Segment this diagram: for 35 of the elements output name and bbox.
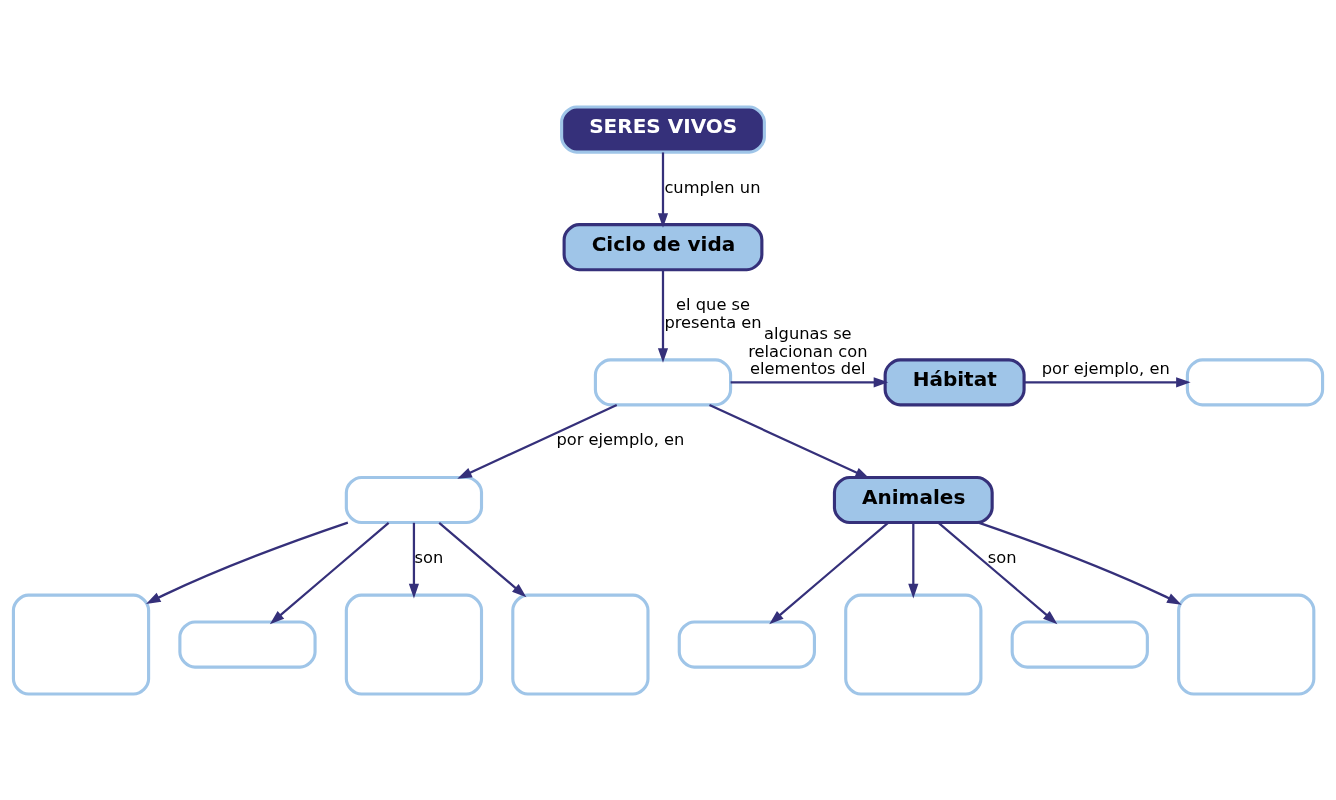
arrow xyxy=(1024,376,1191,387)
arrow xyxy=(978,521,1182,605)
node-box xyxy=(593,357,733,406)
node-box xyxy=(178,619,317,669)
arrow xyxy=(709,403,870,479)
arrow xyxy=(408,522,420,598)
edge-label: cumplen un xyxy=(664,177,761,197)
arrow xyxy=(769,521,889,624)
node-box xyxy=(344,593,484,696)
node-box xyxy=(677,619,816,669)
arrow xyxy=(730,376,889,387)
arrow xyxy=(269,521,390,624)
arrow xyxy=(457,403,618,479)
edge-label: por ejemplo, en xyxy=(1041,358,1170,378)
node-box: Animales xyxy=(832,475,994,524)
node-box xyxy=(1177,593,1316,696)
arrow xyxy=(908,522,919,598)
node-box xyxy=(11,593,151,696)
arrow xyxy=(657,269,669,363)
edge-label: son xyxy=(987,547,1017,567)
node-box xyxy=(1185,357,1325,406)
node-box xyxy=(844,593,983,696)
edge-label: por ejemplo, en xyxy=(556,429,685,449)
arrow xyxy=(146,521,349,604)
node-box: Hábitat xyxy=(883,357,1026,406)
arrow xyxy=(937,521,1058,624)
node-box: SERES VIVOS xyxy=(560,104,766,154)
node-box xyxy=(344,475,484,524)
edge-label: el que se presenta en xyxy=(664,294,762,332)
node-box xyxy=(1010,619,1149,669)
arrow xyxy=(657,151,669,228)
node-box: Ciclo de vida xyxy=(562,222,764,271)
edge-label: son xyxy=(414,547,444,567)
node-box xyxy=(511,593,650,696)
arrow xyxy=(438,521,527,597)
